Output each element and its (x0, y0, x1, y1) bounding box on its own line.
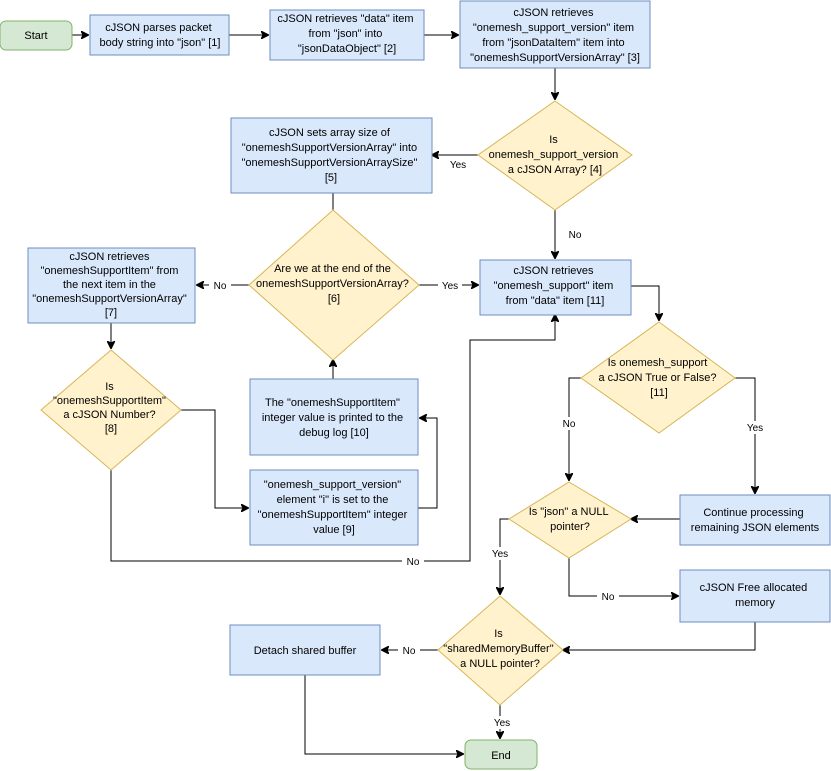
edge-d8-to-n9 (181, 409, 248, 508)
edge-label-d4-yes: Yes (450, 160, 466, 171)
edge-label-shared-no: No (403, 646, 416, 657)
edge-labels: Yes No No Yes No No Yes Yes No No Yes (209, 158, 767, 729)
edge-detach-to-end (304, 675, 463, 754)
step-2-label: cJSON retrieves "data" item from "json" … (277, 13, 416, 55)
step-1-label: cJSON parses packet body string into "js… (100, 22, 221, 49)
edges (72, 35, 755, 754)
edge-n11-to-d11 (631, 285, 659, 320)
free-memory-label: cJSON Free allocated memory (700, 582, 811, 609)
decision-6-label: Are we at the end of the onemeshSupportV… (256, 263, 412, 305)
decision-6-diamond (248, 209, 420, 361)
step-1-box (89, 14, 230, 56)
edge-label-d8-no: No (407, 557, 420, 568)
node-texts: Start cJSON parses packet body string in… (24, 7, 819, 762)
edge-d11-to-cont (735, 377, 755, 493)
edge-label-d6-yes: Yes (442, 281, 458, 292)
start-label: Start (24, 30, 47, 42)
edge-djson-to-free (568, 558, 678, 596)
step-10-box (249, 378, 419, 456)
decision-8-diamond (40, 349, 182, 471)
edge-label-d11-no: No (563, 419, 576, 430)
decision-11-label: Is onemesh_support a cJSON True or False… (598, 357, 719, 399)
step-7-label: cJSON retrieves "onemeshSupportItem" fro… (32, 251, 190, 319)
edge-n9-to-n10 (418, 418, 438, 509)
edge-label-json-no: No (602, 592, 615, 603)
free-memory-box (679, 569, 831, 623)
edge-free-to-dshared (563, 622, 756, 650)
step-5-box (230, 117, 433, 194)
decision-json-null-diamond (508, 481, 632, 559)
edge-d11-to-djson (569, 377, 581, 480)
step-11-box (479, 259, 632, 316)
detach-label: Detach shared buffer (254, 645, 357, 657)
edge-label-json-yes: Yes (492, 549, 508, 560)
decision-8-label: Is "onemeshSupportItem" a cJSON Number? … (53, 381, 169, 435)
decision-shared-buffer-label: Is "sharedMemoryBuffer" a NULL pointer? (443, 628, 556, 670)
decision-json-null-label: Is "json" a NULL pointer? (529, 506, 612, 533)
step-10-label: The "onemeshSupportItem" integer value i… (262, 397, 406, 439)
step-2-box (269, 9, 425, 61)
step-3-box (459, 0, 651, 69)
end-terminal (464, 739, 538, 770)
step-9-box (249, 469, 419, 546)
edge-label-d6-no: No (214, 281, 227, 292)
decision-4-diamond (477, 100, 633, 211)
continue-box (679, 494, 831, 546)
decision-11-diamond (580, 321, 736, 434)
edge-label-shared-yes: Yes (494, 718, 510, 729)
decision-shared-buffer-diamond (437, 595, 564, 706)
edge-label-d11-yes: Yes (747, 423, 763, 434)
detach-box (229, 624, 381, 676)
step-11-label: cJSON retrieves "onemesh_support" item f… (494, 265, 617, 307)
start-terminal (0, 20, 73, 51)
step-5-label: cJSON sets array size of "onemeshSupport… (241, 127, 420, 184)
end-label: End (491, 750, 511, 762)
edge-label-d4-no: No (569, 230, 582, 241)
edge-djson-to-dshared (500, 518, 509, 594)
step-3-label: cJSON retrieves "onemesh_support_version… (470, 7, 640, 64)
step-7-box (27, 247, 196, 324)
decision-4-label: Is onemesh_support_version a cJSON Array… (489, 134, 622, 176)
continue-label: Continue processing remaining JSON eleme… (691, 507, 820, 534)
edge-d8-to-n11 (110, 315, 555, 562)
step-9-label: "onemesh_support_version" element "i" is… (258, 479, 411, 536)
